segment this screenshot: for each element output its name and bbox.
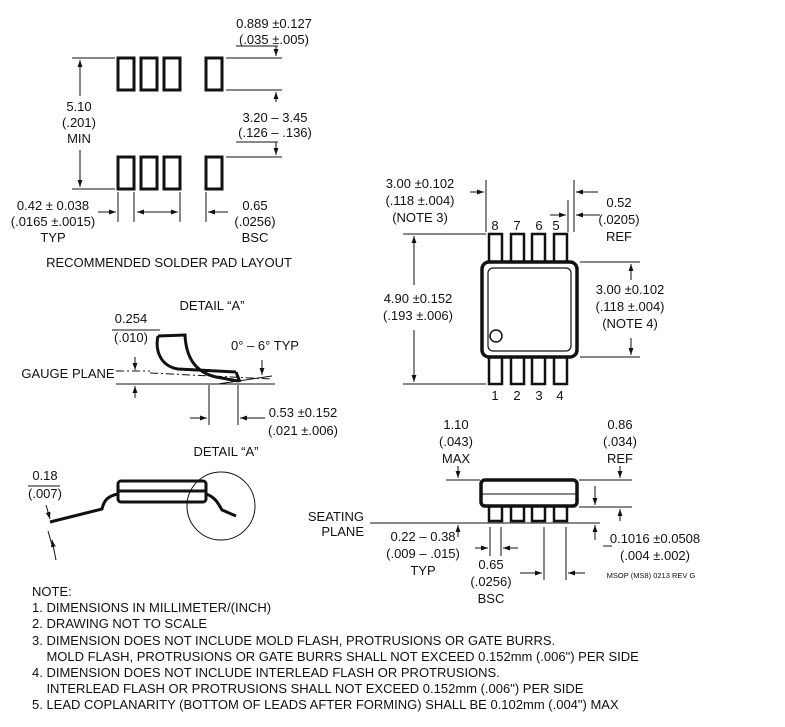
pin1-marker xyxy=(489,329,503,343)
pin-number-2: 2 xyxy=(513,388,520,403)
note-item: 4. DIMENSION DOES NOT INCLUDE INTERLEAD … xyxy=(32,665,500,681)
gauge-height-label: 0.254 xyxy=(115,311,148,326)
side-body-profile xyxy=(479,478,579,508)
package-body xyxy=(480,260,579,359)
lead-profile xyxy=(157,333,239,383)
pin-number-7: 7 xyxy=(513,218,520,233)
max-height-label: 1.10 xyxy=(443,417,468,432)
gauge-plane-label: GAUGE PLANE xyxy=(21,366,115,381)
overall-width-label-inch: (.193 ±.006) xyxy=(383,308,453,323)
solder-pad xyxy=(204,155,224,191)
foot-length-label-inch: (.021 ±.006) xyxy=(268,423,338,438)
lead-width-label-typ: TYP xyxy=(410,563,435,578)
side-detail-title: DETAIL “A” xyxy=(193,444,258,459)
side-detail: DETAIL “A” 0.18 (.007) xyxy=(28,444,259,561)
lead-end-label-ref: REF xyxy=(606,229,632,244)
detail-a-gauge: 0.254 (.010) DETAIL “A” 0° – 6° TYP GAUG… xyxy=(21,298,338,438)
note-item: 5. LEAD COPLANARITY (BOTTOM OF LEADS AFT… xyxy=(32,697,619,713)
side-view: 1.10 (.043) MAX 0.86 (.034) REF SEATING … xyxy=(308,417,700,606)
span-label: 5.10 xyxy=(66,99,91,114)
solder-pad xyxy=(162,155,182,191)
top-lead xyxy=(509,232,526,266)
pin-number-4: 4 xyxy=(556,388,563,403)
standoff-label: 0.1016 ±0.0508 xyxy=(610,531,700,546)
note-item: 1. DIMENSIONS IN MILLIMETER/(INCH) xyxy=(32,600,272,616)
body-length-note: (NOTE 3) xyxy=(392,210,448,225)
side-pitch-label: 0.65 xyxy=(478,557,503,572)
foot-length-label: 0.53 ±0.152 xyxy=(269,405,338,420)
solder-pad xyxy=(116,155,136,191)
max-height-label-max: MAX xyxy=(442,451,471,466)
solder-pad xyxy=(116,56,136,92)
body-length-label-inch: (.118 ±.004) xyxy=(385,193,454,208)
lead-end-label-inch: (.0205) xyxy=(598,212,639,227)
max-height-label-inch: (.043) xyxy=(439,434,473,449)
inner-span-label-inch: (.126 – .136) xyxy=(238,125,312,140)
body-width-label-inch: (.118 ±.004) xyxy=(595,299,664,314)
pitch-label-inch: (.0256) xyxy=(234,214,275,229)
notes-list: NOTE: 1. DIMENSIONS IN MILLIMETER/(INCH)… xyxy=(32,584,639,714)
solder-pad xyxy=(162,56,182,92)
note-item: MOLD FLASH, PROTRUSIONS OR GATE BURRS SH… xyxy=(32,648,639,664)
pin-number-3: 3 xyxy=(535,388,542,403)
solder-pad-layout: 0.889 ±0.127 (.035 ±.005) 5.10 (.201) MI… xyxy=(11,16,312,270)
body-length-label: 3.00 ±0.102 xyxy=(386,176,455,191)
pitch-label: 0.65 xyxy=(242,198,267,213)
body-width-label: 3.00 ±0.102 xyxy=(596,282,665,297)
note-item: 2. DRAWING NOT TO SCALE xyxy=(32,616,208,632)
bottom-lead xyxy=(487,353,504,386)
lead-width-label-inch: (.009 – .015) xyxy=(386,546,460,561)
top-lead xyxy=(552,232,569,266)
pin-number-5: 5 xyxy=(552,218,559,233)
seating-plane-label-2: PLANE xyxy=(321,524,364,539)
body-height-label-inch: (.034) xyxy=(603,434,637,449)
top-view: 3.00 ±0.102 (.118 ±.004) (NOTE 3) 0.52 (… xyxy=(383,176,665,403)
inner-span-label: 3.20 – 3.45 xyxy=(242,110,307,125)
solder-pad xyxy=(139,56,159,92)
detail-a-callout-circle xyxy=(186,471,256,541)
span-label-min: MIN xyxy=(67,131,91,146)
body-width-note: (NOTE 4) xyxy=(602,316,658,331)
gauge-height-label-inch: (.010) xyxy=(114,330,148,345)
standoff-label-inch: (.004 ±.002) xyxy=(620,548,690,563)
seating-plane-label: SEATING xyxy=(308,509,364,524)
pin-number-1: 1 xyxy=(491,388,498,403)
pin-number-8: 8 xyxy=(491,218,498,233)
bottom-lead xyxy=(530,353,547,386)
top-lead xyxy=(487,232,504,266)
body-height-label: 0.86 xyxy=(607,417,632,432)
detail-a-title: DETAIL “A” xyxy=(179,298,244,313)
notes-heading: NOTE: xyxy=(32,584,72,599)
bottom-lead xyxy=(509,353,526,386)
pad-width-label-typ: TYP xyxy=(40,230,65,245)
note-item: INTERLEAD FLASH OR PROTRUSIONS SHALL NOT… xyxy=(32,681,584,697)
lead-end-label: 0.52 xyxy=(606,195,631,210)
solder-pad xyxy=(204,56,224,92)
pitch-label-bsc: BSC xyxy=(242,230,269,245)
pad-width-label: 0.42 ± 0.038 xyxy=(17,198,89,213)
pad-length-label-inch: (.035 ±.005) xyxy=(239,32,309,47)
top-lead xyxy=(530,232,547,266)
lead-thickness-label: 0.18 xyxy=(32,468,57,483)
gauge-plane-line xyxy=(149,372,273,380)
pin-number-6: 6 xyxy=(535,218,542,233)
lead-thickness-label-inch: (.007) xyxy=(28,486,62,501)
solder-pad-title: RECOMMENDED SOLDER PAD LAYOUT xyxy=(46,255,292,270)
lead-width-label: 0.22 – 0.38 xyxy=(390,529,455,544)
side-pitch-label-bsc: BSC xyxy=(478,591,505,606)
revision-label: MSOP (MS8) 0213 REV G xyxy=(607,571,696,580)
angle-label: 0° – 6° TYP xyxy=(231,338,299,353)
body-height-label-ref: REF xyxy=(607,451,633,466)
span-label-inch: (.201) xyxy=(62,115,96,130)
solder-pad xyxy=(139,155,159,191)
overall-width-label: 4.90 ±0.152 xyxy=(384,291,453,306)
side-pitch-label-inch: (.0256) xyxy=(470,574,511,589)
bottom-lead xyxy=(552,353,569,386)
pad-length-label: 0.889 ±0.127 xyxy=(236,16,312,31)
note-item: 3. DIMENSION DOES NOT INCLUDE MOLD FLASH… xyxy=(32,632,556,648)
pad-width-label-inch: (.0165 ±.0015) xyxy=(11,214,95,229)
